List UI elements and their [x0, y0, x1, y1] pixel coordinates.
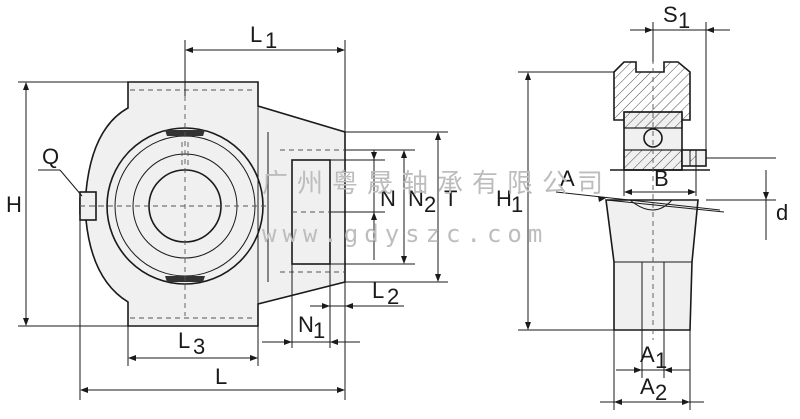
label-A2: A 2 [640, 374, 667, 405]
svg-text:2: 2 [424, 192, 436, 217]
svg-text:2: 2 [655, 380, 667, 405]
svg-text:2: 2 [387, 284, 399, 309]
label-T: T [444, 186, 457, 211]
label-S1: S 1 [663, 2, 690, 33]
watermark-url: www.gdyszc.com [262, 220, 548, 248]
front-dimensions: L 1 H Q L L 3 N 1 [6, 22, 457, 400]
svg-text:L: L [250, 22, 262, 47]
label-N1: N 1 [298, 312, 325, 343]
svg-text:1: 1 [265, 28, 277, 53]
svg-text:N: N [408, 186, 424, 211]
label-H1: H 1 [496, 186, 523, 217]
label-A: A [560, 166, 575, 191]
svg-text:S: S [663, 2, 678, 27]
label-H: H [6, 192, 22, 217]
housing-section-bottom [605, 199, 699, 331]
watermark-company: 广州粤晟轴承有限公司 [262, 169, 612, 199]
svg-text:N: N [298, 312, 314, 337]
svg-text:A: A [640, 374, 655, 399]
svg-text:1: 1 [313, 318, 325, 343]
svg-text:H: H [496, 186, 512, 211]
side-dimensions: S 1 H 1 A B d A [496, 2, 788, 410]
svg-text:1: 1 [655, 348, 667, 373]
label-N: N [380, 186, 396, 211]
label-L3: L 3 [178, 328, 205, 359]
svg-text:1: 1 [511, 192, 523, 217]
label-L: L [215, 364, 227, 389]
svg-text:3: 3 [193, 334, 205, 359]
svg-text:A: A [640, 342, 655, 367]
label-N2: N 2 [408, 186, 436, 217]
svg-text:L: L [372, 278, 384, 303]
label-B: B [654, 166, 669, 191]
svg-text:L: L [178, 328, 190, 353]
ball-icon [643, 128, 663, 148]
label-d: d [776, 200, 788, 225]
label-Q: Q [42, 144, 59, 169]
side-view [605, 50, 710, 340]
label-L2: L 2 [372, 278, 399, 309]
watermark: 广州粤晟轴承有限公司 www.gdyszc.com [262, 169, 612, 248]
front-view [79, 81, 346, 327]
label-L1: L 1 [250, 22, 277, 53]
housing-body [79, 81, 346, 327]
label-A1: A 1 [640, 342, 667, 373]
svg-text:1: 1 [678, 8, 690, 33]
